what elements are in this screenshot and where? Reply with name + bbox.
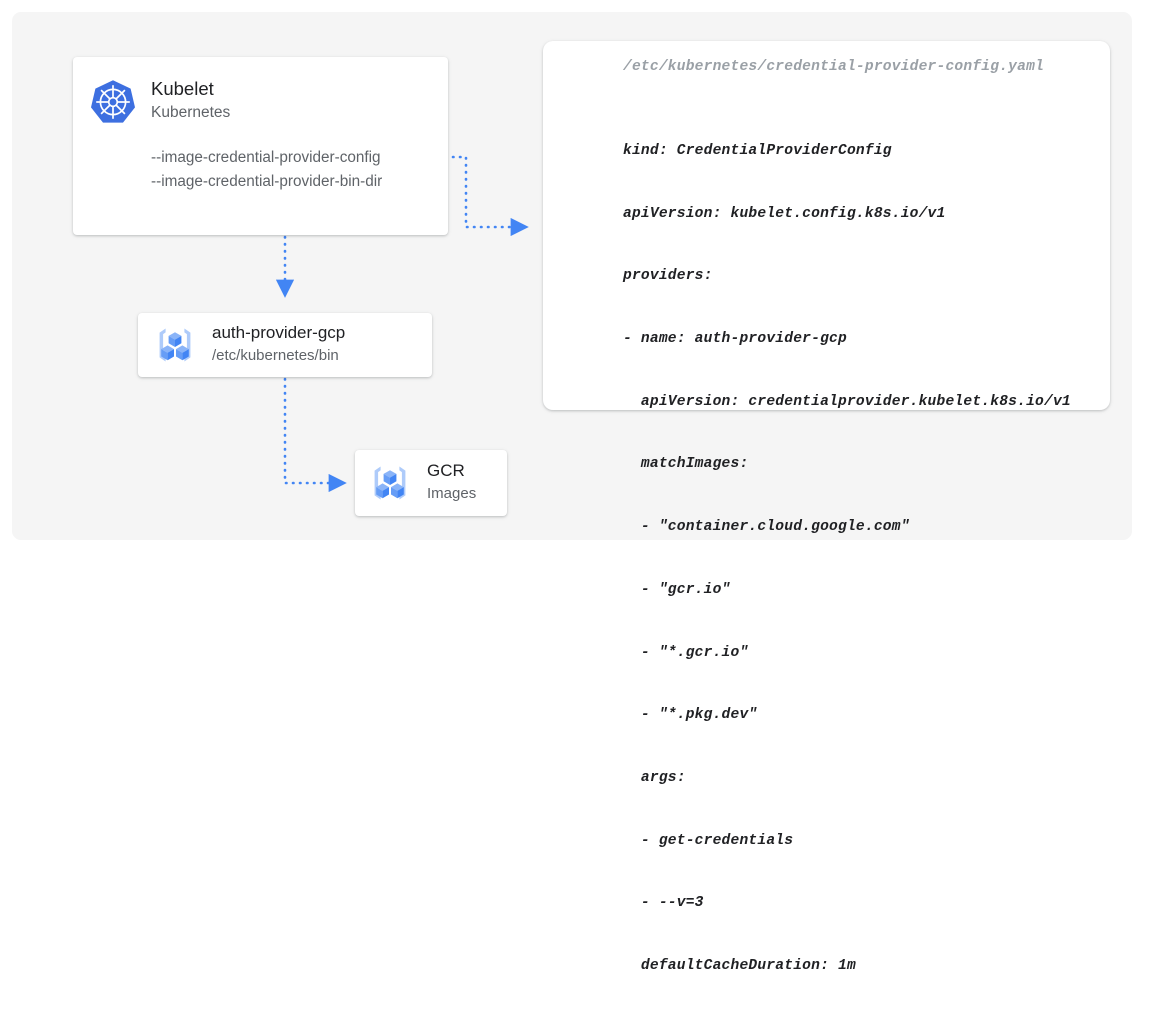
yaml-line: providers: — [623, 268, 713, 285]
kubelet-flag-bin-dir: --image-credential-provider-bin-dir — [151, 173, 383, 190]
gcr-subtitle: Images — [427, 485, 477, 502]
yaml-config-card[interactable]: /etc/kubernetes/credential-provider-conf… — [543, 41, 1110, 974]
yaml-line: - "*.gcr.io" — [623, 644, 749, 661]
kubelet-card-title: Kubelet — [151, 78, 214, 99]
yaml-line: matchImages: — [623, 456, 749, 473]
kubelet-card[interactable]: Kubelet Kubernetes --image-credential-pr… — [73, 57, 448, 235]
auth-provider-card[interactable]: auth-provider-gcp /etc/kubernetes/bin — [138, 313, 432, 377]
kubelet-card-titles: Kubelet Kubernetes — [151, 77, 230, 124]
kubelet-flag-list: --image-credential-provider-config --ima… — [151, 146, 382, 194]
gcr-card[interactable]: GCR Images — [355, 450, 507, 516]
yaml-line: - "container.cloud.google.com" — [623, 519, 910, 536]
yaml-line: kind: CredentialProviderConfig — [623, 142, 892, 159]
yaml-line: - "gcr.io" — [623, 581, 731, 598]
kubelet-flag-config: --image-credential-provider-config — [151, 149, 381, 166]
diagram-root: Kubelet Kubernetes --image-credential-pr… — [73, 41, 1110, 975]
yaml-body: kind: CredentialProviderConfig apiVersio… — [623, 99, 1071, 1019]
auth-provider-subtitle: /etc/kubernetes/bin — [212, 347, 339, 364]
yaml-line: - --v=3 — [623, 895, 704, 912]
yaml-line: - get-credentials — [623, 832, 794, 849]
gcr-title: GCR — [427, 461, 465, 480]
yaml-line: args: — [623, 770, 686, 786]
auth-provider-title: auth-provider-gcp — [212, 323, 346, 342]
kubelet-card-subtitle: Kubernetes — [151, 104, 231, 121]
yaml-line: apiVersion: kubelet.config.k8s.io/v1 — [623, 205, 946, 222]
auth-provider-titles: auth-provider-gcp /etc/kubernetes/bin — [212, 321, 345, 367]
container-registry-icon — [367, 460, 413, 506]
yaml-line: - name: auth-provider-gcp — [623, 330, 847, 347]
yaml-filename: /etc/kubernetes/credential-provider-conf… — [623, 59, 1045, 75]
gcr-titles: GCR Images — [427, 459, 476, 505]
yaml-line: - "*.pkg.dev" — [623, 707, 758, 724]
container-registry-icon — [152, 322, 198, 368]
yaml-line: apiVersion: credentialprovider.kubelet.k… — [623, 393, 1071, 410]
kubernetes-helm-logo-icon — [87, 77, 139, 129]
yaml-line: defaultCacheDuration: 1m — [623, 958, 856, 975]
